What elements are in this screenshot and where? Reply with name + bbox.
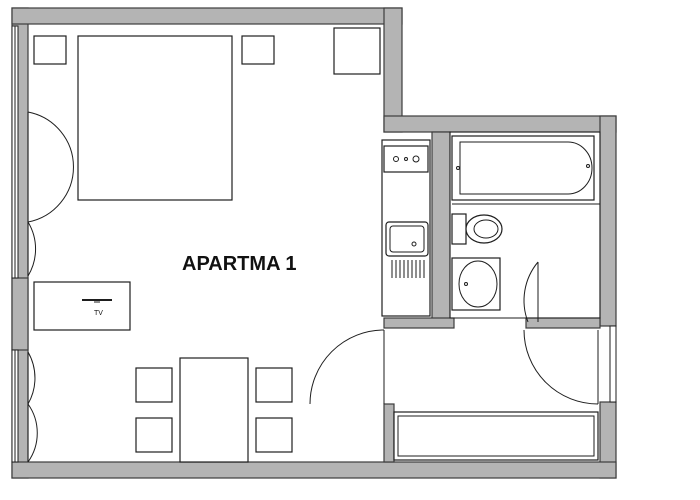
right-door-swing (523, 329, 599, 405)
swing-4 (27, 403, 38, 463)
wall-top (11, 7, 403, 25)
wall-bottom (11, 461, 617, 479)
washbasin (458, 260, 498, 308)
wall-left-pier (11, 277, 29, 351)
nightstand-left (33, 35, 67, 65)
burner-2 (404, 157, 408, 161)
toilet-tank (451, 213, 467, 245)
tv-label: TV (94, 310, 103, 317)
chair-right-top (255, 367, 293, 403)
room-label: APARTMA 1 (182, 253, 296, 275)
bathroom (449, 131, 601, 323)
tv-stand (33, 281, 131, 331)
wall-bath-bottom-left (383, 317, 455, 329)
stove (383, 145, 429, 173)
drain-board (391, 260, 425, 278)
wall-wing-top (383, 115, 617, 133)
bathtub-basin (459, 141, 593, 195)
swing-2 (27, 221, 37, 277)
washbasin-counter (451, 257, 501, 311)
wall-far-right-upper (599, 115, 617, 327)
bedroom-furniture (33, 27, 381, 201)
nightstand-right (241, 35, 275, 65)
window-right (609, 325, 617, 403)
dining-set (135, 357, 293, 463)
wall-right-upper (383, 7, 403, 133)
swing-1 (27, 111, 74, 223)
wall-bath-bottom-right (525, 317, 601, 329)
wall-kitchen-bath (431, 131, 451, 323)
toilet-bowl (465, 214, 503, 244)
hall-closet (393, 411, 599, 461)
tv-unit: TV (33, 281, 131, 331)
kitchenette (381, 139, 431, 317)
sink (385, 221, 429, 257)
left-swings (27, 111, 74, 463)
chair-left-bottom (135, 417, 173, 453)
hallway (309, 329, 599, 461)
dining-table (179, 357, 249, 463)
bathroom-outline (449, 131, 601, 319)
wall-closet-left (383, 403, 395, 463)
chair-left-top (135, 367, 173, 403)
windows (11, 25, 617, 463)
bathtub (451, 135, 595, 201)
wardrobe (333, 27, 381, 75)
entrance-door-swing (309, 329, 385, 405)
burner-1 (393, 156, 399, 162)
walls (11, 7, 617, 479)
chair-right-bottom (255, 417, 293, 453)
swing-3 (27, 351, 36, 405)
burner-3 (412, 155, 420, 163)
bath-door-swing (523, 261, 539, 323)
bed (77, 35, 233, 201)
